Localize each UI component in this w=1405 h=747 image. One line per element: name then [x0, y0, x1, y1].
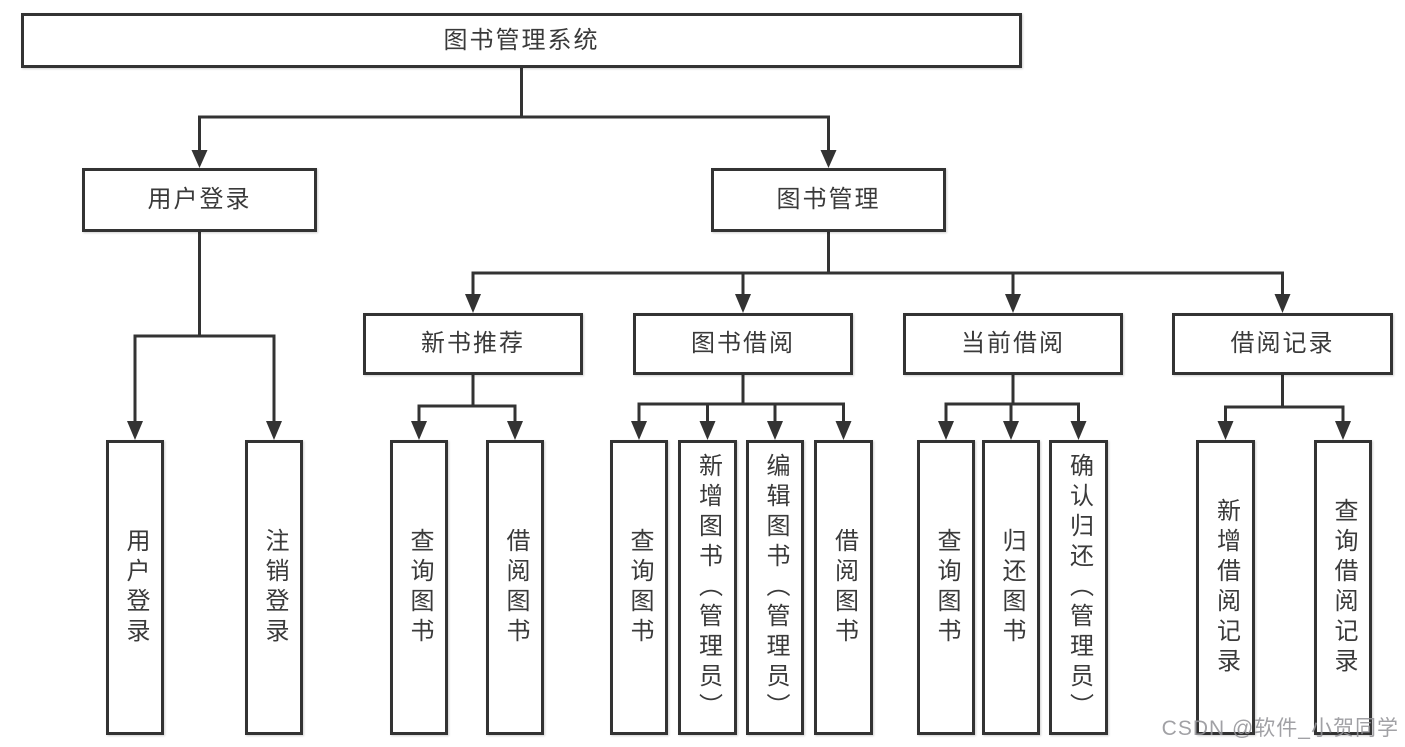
node-current-borrowing: 当前借阅: [903, 313, 1123, 375]
connector-book-mgmt: [471, 232, 1284, 295]
node-leaf-query-borrow-record: 查询借阅记录: [1314, 440, 1372, 735]
node-leaf-borrow-books-2: 借阅图书: [814, 440, 873, 735]
node-leaf-add-book-admin: 新增图书（管理员）: [678, 440, 737, 735]
connector-current: [944, 375, 1080, 422]
node-leaf-borrow-books-1: 借阅图书: [486, 440, 544, 735]
node-leaf-logout: 注销登录: [245, 440, 303, 735]
node-leaf-query-books-1: 查询图书: [390, 440, 448, 735]
node-new-book-recommend: 新书推荐: [363, 313, 583, 375]
node-leaf-query-books-3: 查询图书: [917, 440, 975, 735]
connector-user-login: [133, 232, 276, 422]
node-library-system: 图书管理系统: [21, 13, 1022, 68]
node-leaf-add-borrow-record: 新增借阅记录: [1196, 440, 1255, 735]
connector-new-rec: [417, 375, 517, 422]
csdn-watermark: CSDN @软件_小贺同学: [1161, 717, 1399, 740]
node-leaf-confirm-return-admin: 确认归还（管理员）: [1049, 440, 1108, 735]
node-leaf-query-books-2: 查询图书: [610, 440, 668, 735]
node-book-management: 图书管理: [711, 168, 946, 232]
arrowheads: [127, 150, 1351, 440]
node-book-borrowing: 图书借阅: [633, 313, 853, 375]
node-borrow-records: 借阅记录: [1172, 313, 1393, 375]
node-leaf-user-login: 用户登录: [106, 440, 164, 735]
node-leaf-edit-book-admin: 编辑图书（管理员）: [746, 440, 804, 735]
connector-borrow: [637, 375, 845, 422]
connector-records: [1224, 375, 1345, 422]
node-leaf-return-book: 归还图书: [982, 440, 1040, 735]
connector-root: [198, 68, 830, 151]
node-user-login: 用户登录: [82, 168, 317, 232]
